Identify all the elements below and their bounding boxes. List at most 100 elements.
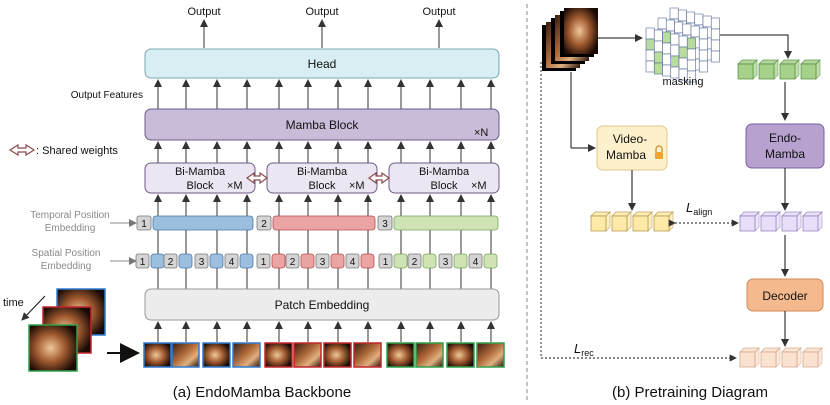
videomamba-line1: Video- (613, 132, 647, 146)
head-label: Head (308, 57, 337, 71)
videomamba-line2: Mamba (606, 148, 646, 162)
time-label: time (3, 297, 24, 309)
mask-cell (657, 17, 667, 30)
token-cube (611, 211, 632, 232)
mask-cell (662, 64, 672, 77)
shared-weights-arrow-icon-2 (367, 171, 391, 185)
token-cube (737, 59, 758, 80)
mask-cell (710, 28, 720, 41)
mask-cell (690, 25, 700, 38)
mask-cell (698, 60, 708, 73)
mask-cell (686, 48, 696, 61)
spatial-embedding-cell: 2 (163, 253, 193, 269)
lock-icon (655, 145, 663, 159)
temporal-label-line2: Embedding (45, 223, 96, 234)
spatial-index: 1 (261, 257, 267, 268)
output-features-label: Output Features (71, 90, 143, 101)
token-cube (779, 59, 800, 80)
patch-embedding-label: Patch Embedding (275, 298, 370, 312)
mask-cell (665, 19, 675, 32)
token-cube (632, 211, 653, 232)
bimamba-block-2: Bi-Mamba Block ×M (266, 162, 378, 194)
spatial-index: 4 (473, 257, 479, 268)
spatial-index: 3 (199, 257, 205, 268)
token-cube (800, 59, 821, 80)
token-cube (760, 211, 781, 232)
token-cube (802, 347, 823, 368)
spatial-embedding-cell: 3 (438, 253, 468, 269)
student-token-row (739, 211, 823, 232)
rec-loss-connector (540, 62, 737, 362)
bimamba-1-line1: Bi-Mamba (175, 166, 226, 178)
bimamba-2-line1: Bi-Mamba (297, 166, 348, 178)
frame-patch (202, 342, 231, 368)
spatial-index: 1 (383, 257, 389, 268)
mask-cell (674, 21, 684, 34)
mamba-repeat: ×N (474, 127, 488, 139)
spatial-index: 4 (350, 257, 356, 268)
token-cube (653, 211, 674, 232)
backbone-panel: Output Output Output Head Output Feature… (3, 6, 505, 401)
endomamba-line2: Mamba (765, 147, 805, 161)
frame-patch (264, 342, 293, 368)
spatial-label-line2: Embedding (41, 261, 92, 272)
spatial-label-line1: Spatial Position (32, 248, 101, 259)
patch-row (143, 342, 505, 368)
spatial-embedding-cell: 2 (285, 253, 315, 269)
mask-cell (669, 7, 679, 20)
temporal-label-line1: Temporal Position (30, 210, 109, 221)
mask-cell (677, 9, 687, 22)
token-cube (739, 211, 760, 232)
time-arrow (21, 295, 46, 321)
mask-cell (653, 51, 663, 64)
spatial-index: 2 (168, 257, 174, 268)
bimamba-1-repeat: ×M (227, 180, 243, 192)
mamba-block (144, 108, 500, 141)
bimamba-1-line2: Block (187, 180, 214, 192)
mask-cell (698, 27, 708, 40)
frame-patch (323, 342, 352, 368)
mask-cell (670, 55, 680, 68)
endomamba-line1: Endo- (769, 131, 801, 145)
frame-patch (232, 342, 261, 368)
mask-cell (645, 49, 655, 62)
frame-patch (143, 342, 172, 368)
frame-patch (386, 342, 415, 368)
spatial-embedding-cell: 3 (315, 253, 345, 269)
mask-cell (653, 40, 663, 53)
spatial-embedding-cell: 1 (378, 253, 408, 269)
rec-loss-label: Lrec (574, 341, 594, 358)
rec-loss-main: L (574, 341, 581, 356)
bimamba-3-line2: Block (431, 180, 458, 192)
mask-cell (678, 57, 688, 70)
shared-weights-arrow-icon-1 (245, 171, 269, 185)
patch-embedding-block (144, 288, 500, 321)
token-arrows (154, 194, 495, 342)
spatial-embedding-cell: 1 (135, 253, 165, 269)
spatial-embedding-cell: 3 (194, 253, 224, 269)
spatial-embedding-cell: 2 (407, 253, 437, 269)
bimamba-2-repeat: ×M (349, 180, 365, 192)
align-loss-sub: align (693, 207, 712, 217)
bimamba-block-3: Bi-Mamba Block ×M (388, 162, 500, 194)
backbone-caption: (a) EndoMamba Backbone (173, 384, 351, 401)
mask-cell (710, 17, 720, 30)
bimamba-block-1: Bi-Mamba Block ×M (144, 162, 256, 194)
spatial-index: 1 (140, 257, 146, 268)
align-loss-label: Lalign (686, 200, 712, 217)
shared-weights-arrow-icon (8, 143, 36, 157)
token-cube (590, 211, 611, 232)
mask-cell (686, 37, 696, 50)
frame-patch (446, 342, 475, 368)
mamba-block-label: Mamba Block (286, 118, 360, 132)
mask-cell (645, 38, 655, 51)
pretraining-caption: (b) Pretraining Diagram (612, 384, 768, 401)
spatial-index: 2 (412, 257, 418, 268)
temporal-index-2: 2 (261, 219, 267, 230)
mask-cell (698, 38, 708, 51)
mask-to-tokens-arrow (720, 34, 792, 59)
token-cube (781, 211, 802, 232)
mask-cell (682, 23, 692, 36)
mid-arrows (154, 141, 495, 163)
